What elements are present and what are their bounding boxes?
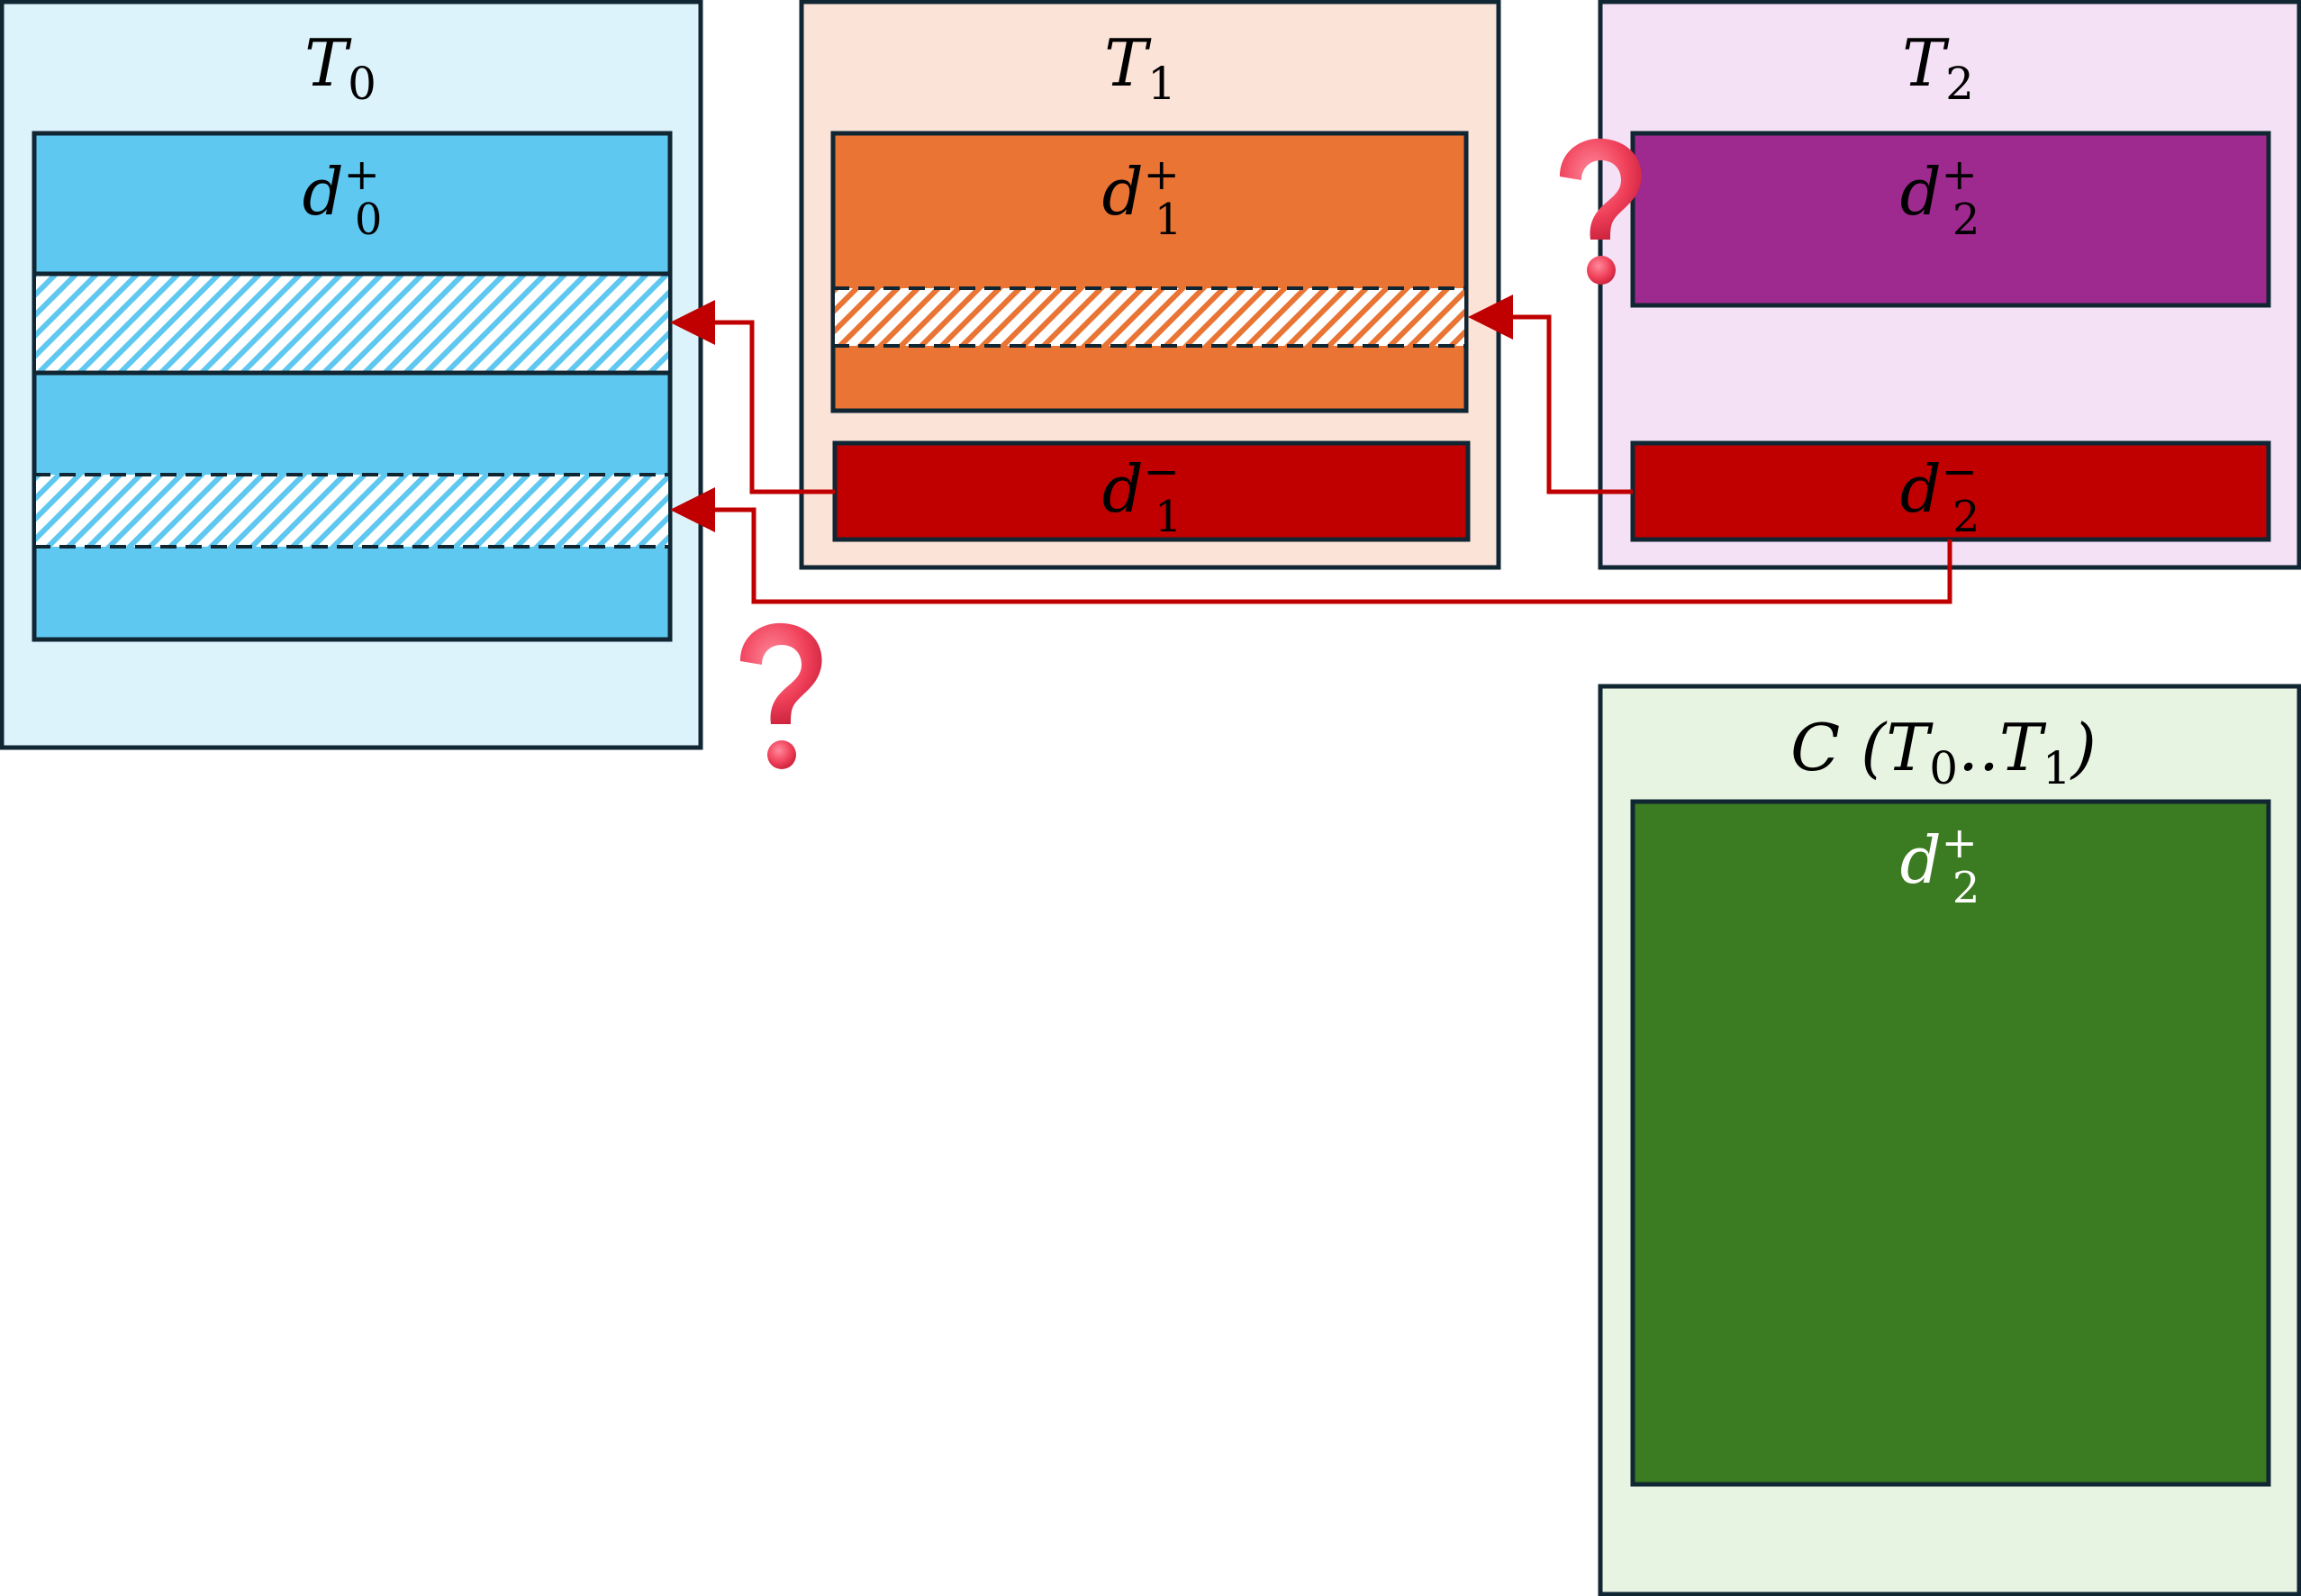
arrows — [670, 295, 1952, 604]
panel-t2-title: T2 — [1902, 25, 1974, 110]
question-mark-icon — [740, 622, 822, 769]
t2-neg-label: d−2 — [1900, 447, 1980, 542]
question-mark-icon — [1560, 138, 1642, 285]
c-block-label: d+2 — [1900, 818, 1980, 913]
panel-t1: T1 d+1 d−1 — [799, 0, 1501, 570]
panel-t1-title: T1 — [1104, 25, 1176, 110]
arrow-d1neg-to-t0 — [670, 300, 835, 494]
t1-neg-label: d−1 — [1102, 447, 1182, 542]
t2-block — [1630, 131, 2271, 308]
t2-neg-block — [1630, 440, 2271, 542]
t2-block-label: d+2 — [1900, 150, 1980, 245]
t0-hatch-region-1 — [36, 274, 668, 373]
panel-c: C (T0..T1) d+2 — [1598, 684, 2301, 1596]
t1-hatch-region — [835, 288, 1464, 346]
t0-block — [32, 131, 673, 642]
t1-block-label: d+1 — [1102, 150, 1182, 245]
t1-block — [830, 131, 1469, 413]
panel-c-title: C (T0..T1) — [1790, 710, 2097, 794]
t0-block-label: d+0 — [303, 150, 383, 245]
t0-hatch-region-2 — [36, 475, 668, 547]
arrow-d2neg-to-t0 — [670, 487, 1952, 604]
t1-neg-block — [832, 440, 1471, 542]
c-block — [1630, 799, 2271, 1487]
arrow-d2neg-to-t1 — [1468, 295, 1633, 494]
panel-t2: T2 d+2 d−2 — [1598, 0, 2301, 570]
panel-t0-title: T0 — [304, 25, 376, 110]
panel-t0: T0 d+0 — [0, 0, 703, 750]
